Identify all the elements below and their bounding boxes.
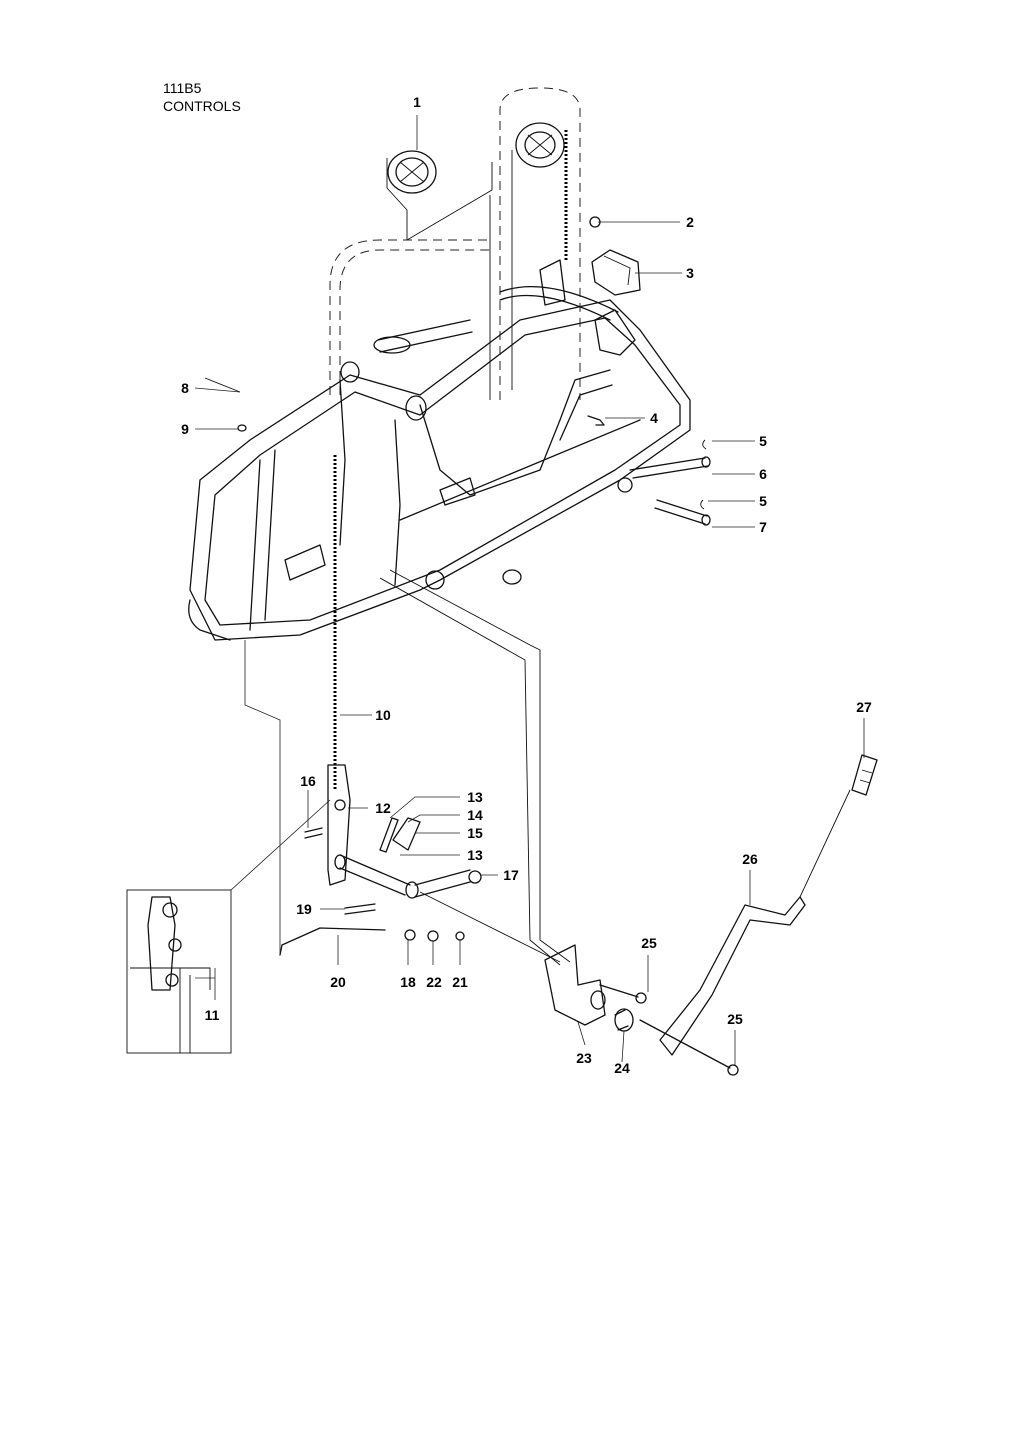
- callout-5b: 5: [759, 493, 767, 509]
- nut-part-21: [455, 931, 465, 941]
- callout-8: 8: [181, 380, 189, 396]
- callout-27: 27: [856, 699, 872, 715]
- bolt-part-25-a: [599, 984, 639, 998]
- knob-part-27: [851, 754, 878, 796]
- callout-11: 11: [205, 1007, 220, 1023]
- callout-3: 3: [686, 265, 694, 281]
- bushing-part-24: [614, 1008, 634, 1032]
- bracket-part-23: [544, 944, 606, 1026]
- callout-10: 10: [375, 707, 391, 723]
- callout-12: 12: [375, 800, 391, 816]
- bracket-part-3: [589, 216, 641, 296]
- callout-25a: 25: [641, 935, 657, 951]
- callout-21: 21: [452, 974, 468, 990]
- pin-part-6: [629, 439, 711, 479]
- callout-22: 22: [426, 974, 442, 990]
- callout-17: 17: [503, 867, 519, 883]
- chain-detail-inset-part-11: [126, 889, 232, 1054]
- callout-14: 14: [467, 807, 483, 823]
- bolt-part-25-b: [639, 1019, 731, 1069]
- diagram-code: 111B5: [163, 80, 202, 96]
- callout-13b: 13: [467, 847, 483, 863]
- callout-23: 23: [576, 1050, 592, 1066]
- callout-25b: 25: [727, 1011, 743, 1027]
- lever-plate-part-12: [304, 764, 351, 886]
- callout-1: 1: [413, 94, 421, 110]
- washer-part-9: [237, 424, 247, 432]
- leader-lines: [194, 115, 865, 1065]
- callout-15: 15: [467, 825, 483, 841]
- cross-shaft: [334, 854, 482, 899]
- clip-part-4: [587, 415, 605, 426]
- lever-part-26: [659, 896, 806, 1056]
- callout-16: 16: [300, 773, 316, 789]
- callout-19: 19: [296, 901, 312, 917]
- callout-4: 4: [650, 410, 658, 426]
- screw-part-8: [204, 377, 241, 393]
- nut-part-18: [404, 929, 416, 941]
- rod-part-20: [279, 927, 386, 956]
- callout-6: 6: [759, 466, 767, 482]
- nut-part-22: [427, 930, 439, 942]
- callout-13a: 13: [467, 789, 483, 805]
- callout-20: 20: [330, 974, 346, 990]
- callout-labels: 1 2 3 4 5 6 5 7 8 9 10 16 12 13 14 15 13…: [181, 94, 872, 1076]
- callout-26: 26: [742, 851, 758, 867]
- pin-part-7: [654, 499, 711, 526]
- callout-18: 18: [400, 974, 416, 990]
- bolt-part-19: [344, 903, 376, 915]
- diagram-title: CONTROLS: [163, 98, 241, 114]
- mower-frame: [188, 259, 691, 641]
- callout-5a: 5: [759, 433, 767, 449]
- callout-2: 2: [686, 214, 694, 230]
- pulley-part-1: [386, 150, 493, 241]
- belt-and-pulley: [329, 87, 581, 400]
- callout-7: 7: [759, 519, 767, 535]
- link-parts-13-15: [379, 817, 421, 853]
- callout-24: 24: [614, 1060, 630, 1076]
- callout-9: 9: [181, 421, 189, 437]
- control-rod: [389, 569, 571, 963]
